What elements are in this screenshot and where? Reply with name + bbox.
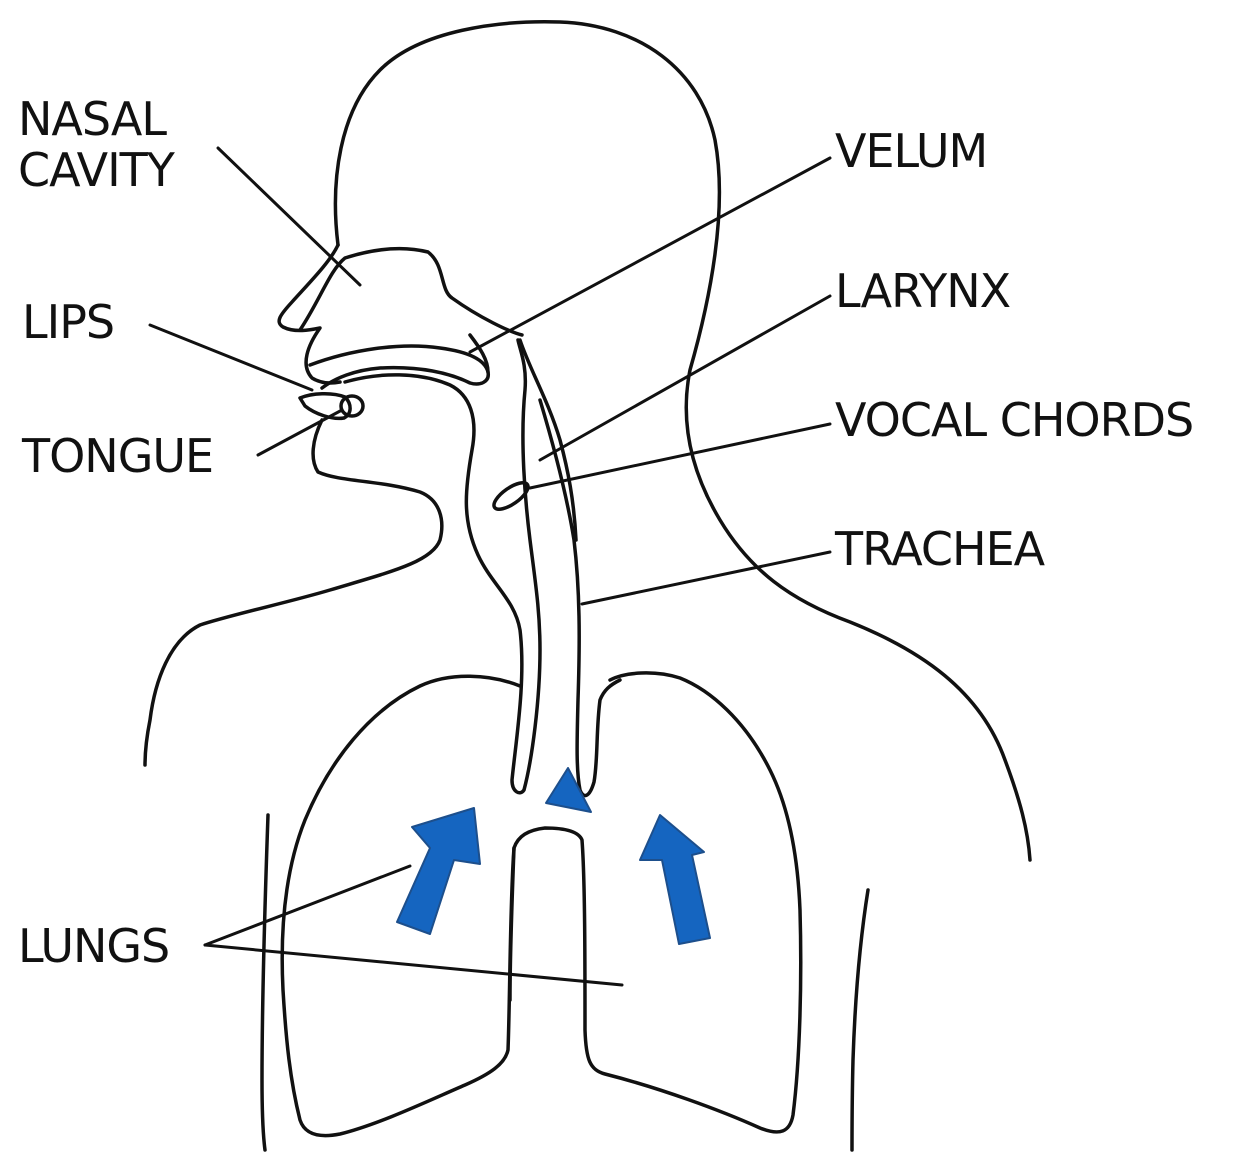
arrow-up-icon [397, 808, 480, 934]
lips-leader [150, 325, 312, 390]
larynx-leader [540, 296, 830, 460]
left-lung [282, 673, 801, 1136]
labels: NASAL CAVITY LIPS TONGUE VELUM LARYNX VO… [18, 92, 1193, 973]
label-vocal-chords: VOCAL CHORDS [835, 393, 1193, 447]
torso-left [262, 815, 268, 1150]
tongue-outline [345, 340, 540, 793]
leader-lines [150, 148, 830, 985]
label-nasal-cavity-line1: NASAL [18, 92, 167, 146]
heart-divider [510, 848, 514, 1000]
nasal-cavity [300, 249, 522, 335]
label-lungs: LUNGS [18, 919, 169, 973]
label-lips: LIPS [22, 295, 114, 349]
lungs-leader-upper [205, 866, 410, 945]
tongue-leader [258, 410, 342, 455]
label-larynx: LARYNX [835, 264, 1011, 318]
label-velum: VELUM [835, 124, 987, 178]
lungs-leader-lower [205, 945, 622, 985]
airflow-arrows [397, 768, 710, 944]
velum-leader [470, 158, 830, 352]
label-nasal-cavity-line2: CAVITY [18, 143, 176, 197]
torso-right [852, 890, 868, 1150]
label-trachea: TRACHEA [834, 522, 1046, 576]
lip-circle [341, 396, 363, 416]
arrow-up-icon [546, 768, 591, 812]
label-tongue: TONGUE [21, 429, 213, 483]
arrow-up-icon [640, 815, 710, 944]
vocal-chords-leader [530, 424, 830, 488]
